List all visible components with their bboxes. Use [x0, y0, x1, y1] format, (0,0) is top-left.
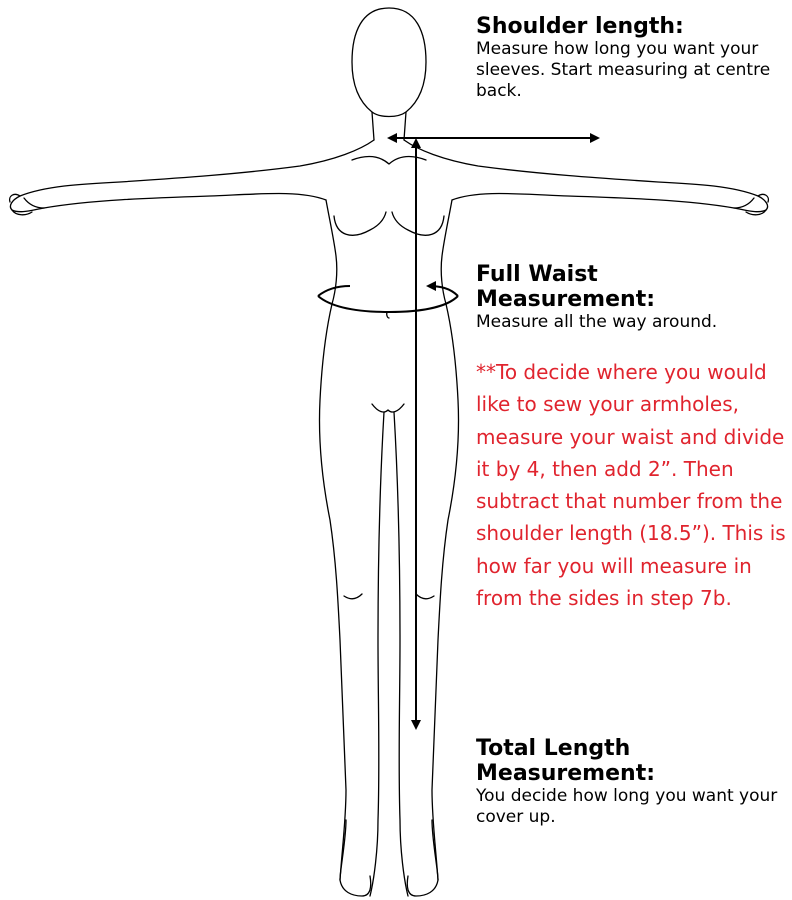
shoulder-length-text: Measure how long you want your sleeves. …	[476, 39, 788, 102]
chest-outline	[334, 212, 444, 235]
total-length-heading-line2: Measurement:	[476, 761, 788, 786]
waist-back-arc	[318, 286, 458, 296]
waist-front-arc	[318, 296, 458, 312]
left-underarm-outline	[44, 194, 326, 209]
full-waist-heading-line1: Full Waist	[476, 262, 788, 287]
shoulder-length-heading: Shoulder length:	[476, 14, 788, 39]
collarbone-outline	[352, 157, 426, 164]
right-arm-outline	[404, 140, 768, 212]
total-length-text: You decide how long you want your cover …	[476, 786, 788, 828]
total-length-block: Total Length Measurement: You decide how…	[476, 736, 788, 828]
head-outline	[352, 8, 426, 117]
knee-marks	[344, 594, 434, 599]
feet-outline	[340, 820, 438, 896]
armhole-note-block: **To decide where you would like to sew …	[476, 356, 788, 614]
inner-leg-outline	[370, 404, 408, 896]
shoulder-length-block: Shoulder length: Measure how long you wa…	[476, 14, 788, 102]
left-torso-outline	[319, 200, 346, 880]
full-waist-block: Full Waist Measurement: Measure all the …	[476, 262, 788, 333]
full-waist-text: Measure all the way around.	[476, 312, 788, 333]
total-length-heading-line1: Total Length	[476, 736, 788, 761]
left-arm-outline	[10, 140, 374, 212]
right-torso-outline	[432, 200, 459, 880]
full-waist-heading-line2: Measurement:	[476, 287, 788, 312]
right-underarm-outline	[452, 194, 734, 209]
armhole-note-text: **To decide where you would like to sew …	[476, 356, 788, 614]
